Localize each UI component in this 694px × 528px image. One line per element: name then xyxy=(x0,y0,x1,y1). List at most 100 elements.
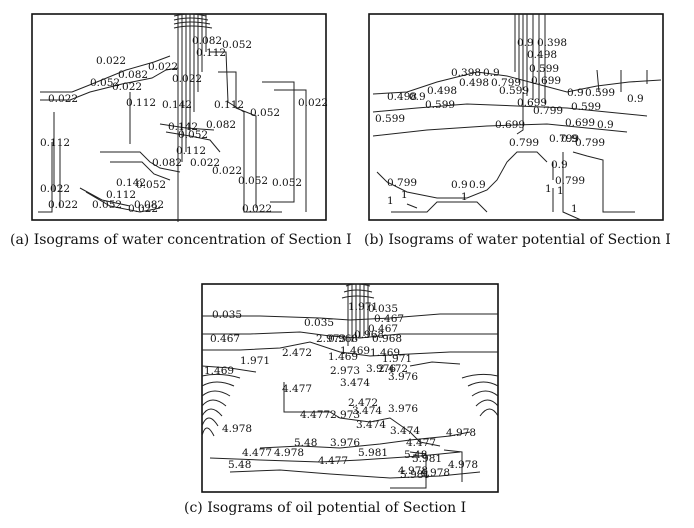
contour-label: 0.599 xyxy=(529,63,559,75)
contour-label: 5.48 xyxy=(404,449,427,461)
contour-label: 1 xyxy=(461,191,468,203)
contour-label: 4.978 xyxy=(448,459,478,471)
isolines-c xyxy=(201,283,499,489)
contour-label: 1 xyxy=(545,183,552,195)
contour-label: 5.981 xyxy=(358,447,388,459)
contour-label: 4.477 xyxy=(242,447,272,459)
contour-label: 1.971 xyxy=(240,355,270,367)
contour-label: 0.599 xyxy=(425,99,455,111)
caption-b: (b) Isograms of water potential of Secti… xyxy=(364,232,671,248)
contour-label: 0.699 xyxy=(531,75,561,87)
contour-label: 0.052 xyxy=(90,77,120,89)
isolines-b xyxy=(372,14,662,221)
contour-label: 4.477 xyxy=(406,437,436,449)
contour-label: 1.971 xyxy=(382,353,412,365)
contour-label: 0.9 xyxy=(517,37,534,49)
contour-label: 5.981 xyxy=(400,469,430,481)
contour-label: 0.968 xyxy=(372,333,402,345)
contour-label: 2.973 xyxy=(330,409,360,421)
contour-label: 0.9 xyxy=(409,91,426,103)
contour-label: 0.035 xyxy=(368,303,398,315)
contour-label: 0.082 xyxy=(206,119,236,131)
contour-label: 4.978 xyxy=(398,465,428,477)
contour-label: 3.474 xyxy=(340,377,370,389)
contour-label: 0.112 xyxy=(106,189,136,201)
contour-label: 4.477 xyxy=(282,383,312,395)
contour-label: 0.799 xyxy=(509,137,539,149)
contour-label: 5.48 xyxy=(294,437,317,449)
contour-label: 0.022 xyxy=(96,55,126,67)
contour-label: 0.052 xyxy=(250,107,280,119)
contour-label: 0.022 xyxy=(48,93,78,105)
contour-label: 1.971 xyxy=(348,301,378,313)
caption-c: (c) Isograms of oil potential of Section… xyxy=(184,500,467,516)
contour-label: 0.398 xyxy=(537,37,567,49)
plot-frame-c xyxy=(201,283,499,493)
contour-label: 0.467 xyxy=(210,333,240,345)
contour-label: 0.498 xyxy=(459,77,489,89)
contour-label: 0.142 xyxy=(168,121,198,133)
contour-label: 0.022 xyxy=(298,97,328,109)
contour-label: 0.022 xyxy=(172,73,202,85)
contour-label: 0.082 xyxy=(118,69,148,81)
contour-label: 0.082 xyxy=(192,35,222,47)
contour-label: 0.112 xyxy=(176,145,206,157)
contour-label: 0.799 xyxy=(575,137,605,149)
contour-label: 5.48 xyxy=(228,459,251,471)
contour-label: 1 xyxy=(557,185,564,197)
contour-label: 2.472 xyxy=(348,397,378,409)
contour-label: 0.142 xyxy=(162,99,192,111)
contour-label: 4.477 xyxy=(300,409,330,421)
contour-label: 4.978 xyxy=(274,447,304,459)
contour-label: 0.052 xyxy=(136,179,166,191)
contour-label: 2.472 xyxy=(282,347,312,359)
contour-label: 0.498 xyxy=(527,49,557,61)
contour-label: 1 xyxy=(387,195,394,207)
contour-label: 0.9 xyxy=(483,67,500,79)
contour-label: 1.469 xyxy=(204,365,234,377)
contour-label: 0.112 xyxy=(40,137,70,149)
contour-label: 0.112 xyxy=(126,97,156,109)
contour-label: 1 xyxy=(401,189,408,201)
contour-label: 0.9 xyxy=(597,119,614,131)
contour-label: 0.699 xyxy=(565,117,595,129)
contour-label: 0.9 xyxy=(561,133,578,145)
contour-label: 0.9 xyxy=(451,179,468,191)
contour-label: 5.981 xyxy=(412,453,442,465)
contour-label: 3.976 xyxy=(366,363,396,375)
contour-label: 0.022 xyxy=(148,61,178,73)
contour-label: 0.9 xyxy=(627,93,644,105)
contour-label: 0.052 xyxy=(222,39,252,51)
contour-label: 1 xyxy=(571,203,578,215)
contour-label: 1.469 xyxy=(328,351,358,363)
contour-label: 0.799 xyxy=(491,77,521,89)
contour-label: 0.799 xyxy=(387,177,417,189)
contour-label: 0.467 xyxy=(368,323,398,335)
contour-label: 1.469 xyxy=(340,345,370,357)
contour-label: 2.472 xyxy=(378,363,408,375)
contour-label: 0.599 xyxy=(585,87,615,99)
contour-label: 0.599 xyxy=(375,113,405,125)
contour-label: 0.022 xyxy=(112,81,142,93)
contour-label: 3.976 xyxy=(388,403,418,415)
contour-label: 0.022 xyxy=(40,183,70,195)
contour-label: 3.976 xyxy=(330,437,360,449)
contour-label: 3.474 xyxy=(390,425,420,437)
contour-label: 0.112 xyxy=(214,99,244,111)
contour-label: 0.022 xyxy=(212,165,242,177)
contour-label: 0.968 xyxy=(328,333,358,345)
contour-label: 2.973 xyxy=(330,365,360,377)
contour-label: 4.978 xyxy=(446,427,476,439)
isolines-a xyxy=(38,13,307,222)
contour-label: 3.474 xyxy=(352,405,382,417)
contour-label: 0.022 xyxy=(242,203,272,215)
contour-label: 0.022 xyxy=(48,199,78,211)
